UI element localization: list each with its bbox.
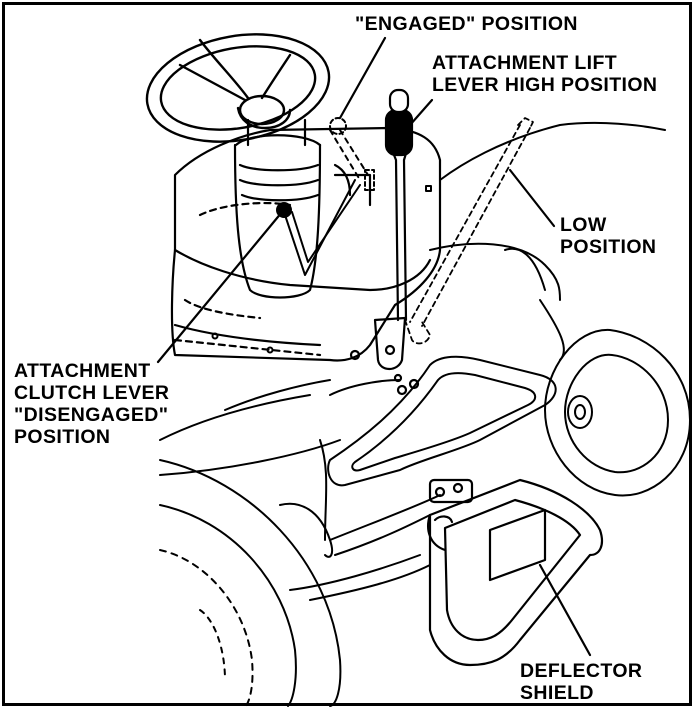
clutch-lever: [276, 117, 369, 276]
lift-lever-high: [349, 88, 420, 396]
rear-wheel-right: [544, 328, 691, 497]
label-engaged-position: "ENGAGED" POSITION: [355, 13, 578, 35]
lift-lever-low: [404, 117, 534, 345]
label-lift-lever-high: ATTACHMENT LIFT LEVER HIGH POSITION: [432, 52, 658, 96]
leader-engaged: [338, 36, 387, 120]
leader-deflector: [538, 563, 592, 657]
callout-leaders: [156, 36, 592, 657]
steering-wheel: [145, 33, 331, 143]
footrest-platform: [289, 355, 557, 601]
console-details: [211, 169, 432, 354]
leader-clutch: [156, 210, 284, 364]
leader-low: [508, 168, 556, 228]
label-deflector-shield: DEFLECTOR SHIELD: [520, 660, 643, 704]
diagram-border: [2, 2, 692, 706]
label-clutch-lever: ATTACHMENT CLUTCH LEVER "DISENGAGED" POS…: [14, 360, 170, 448]
label-low-position: LOW POSITION: [560, 214, 657, 258]
deflector-shield: [427, 478, 604, 667]
leader-lift-high: [408, 98, 434, 127]
tractor-body: [159, 121, 666, 558]
